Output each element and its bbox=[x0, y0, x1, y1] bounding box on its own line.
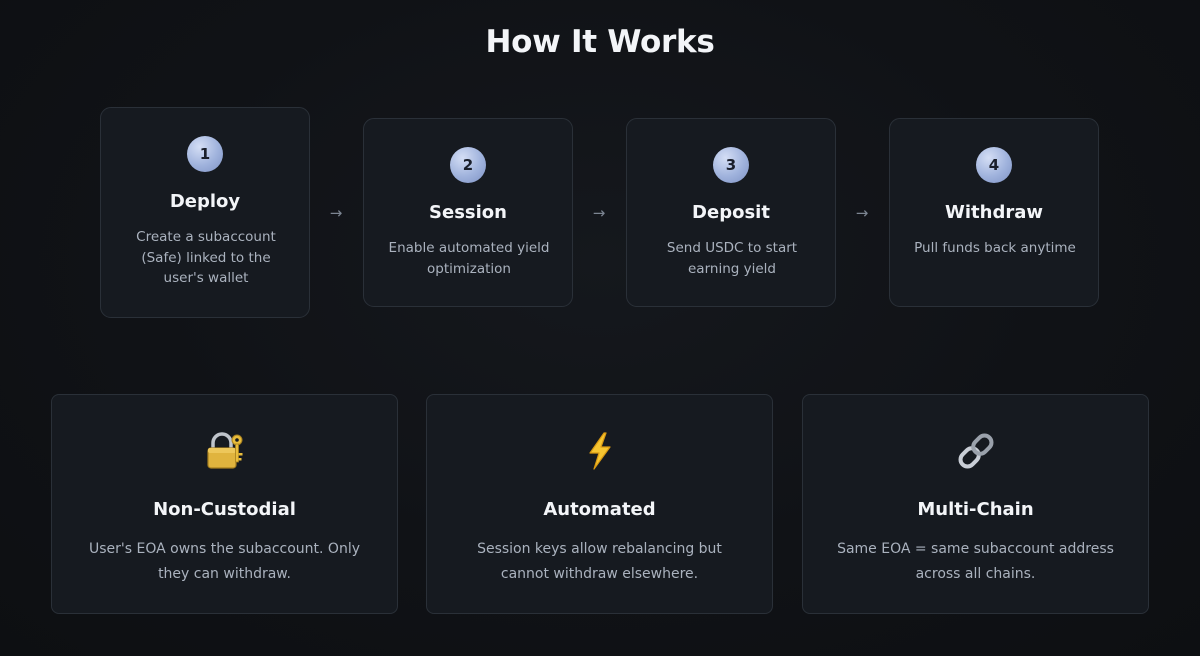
step-card-deploy: 1 Deploy Create a subaccount (Safe) link… bbox=[100, 107, 310, 318]
feature-title: Non-Custodial bbox=[153, 499, 296, 520]
step-description: Create a subaccount (Safe) linked to the… bbox=[136, 229, 276, 286]
feature-title: Multi-Chain bbox=[917, 499, 1034, 520]
step-number-badge: 4 bbox=[976, 147, 1012, 183]
step-number-badge: 3 bbox=[713, 147, 749, 183]
step-number-badge: 2 bbox=[450, 147, 486, 183]
step-description: Pull funds back anytime bbox=[914, 240, 1076, 256]
arrow-right-icon: → bbox=[592, 204, 606, 222]
lock-with-key-icon bbox=[52, 431, 397, 473]
feature-description: User's EOA owns the subaccount. Only the… bbox=[88, 541, 360, 582]
step-title: Withdraw bbox=[945, 202, 1043, 223]
feature-card-automated: Automated Session keys allow rebalancing… bbox=[426, 394, 773, 614]
step-card-deposit: 3 Deposit Send USDC to start earning yie… bbox=[626, 118, 836, 307]
section-title: How It Works bbox=[485, 24, 715, 60]
feature-description: Session keys allow rebalancing but canno… bbox=[477, 541, 722, 582]
step-number-badge: 1 bbox=[187, 136, 223, 172]
step-description: Send USDC to start earning yield bbox=[666, 240, 798, 277]
feature-title: Automated bbox=[543, 499, 656, 520]
step-title: Deposit bbox=[692, 202, 770, 223]
step-card-session: 2 Session Enable automated yield optimiz… bbox=[363, 118, 573, 307]
chain-link-icon bbox=[803, 431, 1148, 473]
feature-card-non-custodial: Non-Custodial User's EOA owns the subacc… bbox=[51, 394, 398, 614]
step-description: Enable automated yield optimization bbox=[388, 240, 550, 277]
feature-card-multi-chain: Multi-Chain Same EOA = same subaccount a… bbox=[802, 394, 1149, 614]
step-title: Deploy bbox=[169, 191, 241, 212]
step-card-withdraw: 4 Withdraw Pull funds back anytime bbox=[889, 118, 1099, 307]
lightning-icon bbox=[427, 431, 772, 473]
feature-description: Same EOA = same subaccount address acros… bbox=[837, 541, 1114, 582]
step-title: Session bbox=[429, 202, 507, 223]
arrow-right-icon: → bbox=[329, 204, 343, 222]
arrow-right-icon: → bbox=[855, 204, 869, 222]
